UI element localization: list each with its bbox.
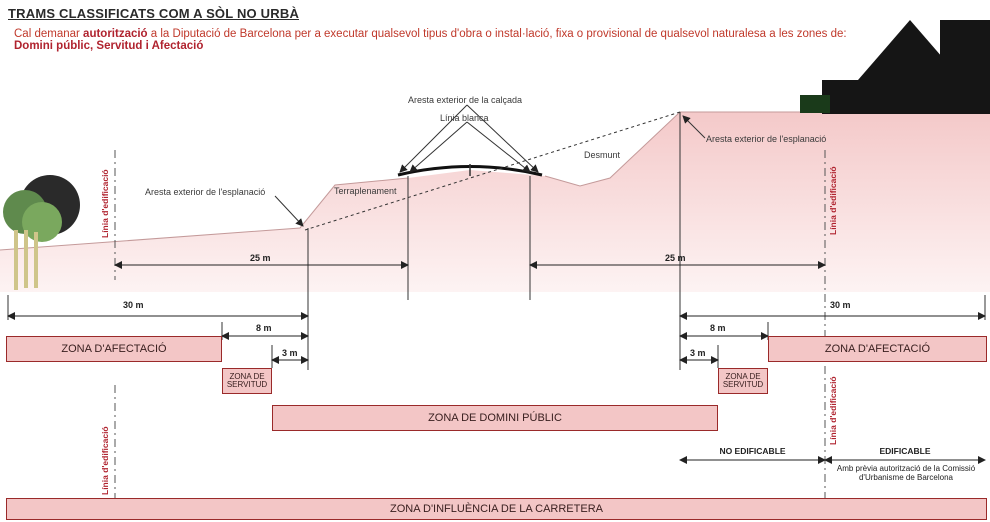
label-aresta-esplanacio-right: Aresta exterior de l'esplanació: [706, 134, 827, 144]
label-aresta-esplanacio-left: Aresta exterior de l'esplanació: [145, 187, 266, 197]
zone-afectacio-left: ZONA D'AFECTACIÓ: [6, 336, 222, 362]
page-title: TRAMS CLASSIFICATS COM A SÒL NO URBÀ: [8, 6, 300, 21]
label-desmunt: Desmunt: [584, 150, 621, 160]
dim-30m-left: 30 m: [123, 300, 144, 310]
dim-3m-left: 3 m: [282, 348, 298, 358]
intro-bold-zones: Domini públic, Servitud i Afectació: [14, 40, 204, 52]
label-linia-edificacio-top-left: Línia d'edificació: [100, 169, 110, 238]
dim-30m-right: 30 m: [830, 300, 851, 310]
note-no-edificable: NO EDIFICABLE: [719, 446, 786, 456]
intro-text-before: Cal demanar: [14, 28, 84, 40]
zone-servitud-left: ZONA DE SERVITUD: [222, 368, 272, 394]
dim-25m-right: 25 m: [665, 253, 686, 263]
label-linia-edificacio-top-right: Línia d'edificació: [828, 166, 838, 235]
dim-25m-left: 25 m: [250, 253, 271, 263]
zone-influencia-carretera: ZONA D'INFLUÈNCIA DE LA CARRETERA: [6, 498, 987, 520]
label-aresta-calcada: Aresta exterior de la calçada: [408, 95, 523, 105]
intro-bold-autoritzacio: autorització: [83, 28, 148, 40]
dim-8m-left: 8 m: [256, 323, 272, 333]
tree-icon: [3, 175, 80, 290]
zone-servitud-right: ZONA DE SERVITUD: [718, 368, 768, 394]
note-autoritzacio: Amb prèvia autorització de la Comissió d…: [836, 464, 976, 482]
intro-text-middle: a la Diputació de Barcelona per a execut…: [147, 28, 847, 40]
label-linia-edificacio-bottom-left: Línia d'edificació: [100, 426, 110, 495]
intro-text: Cal demanar autorització a la Diputació …: [14, 28, 854, 52]
dim-8m-right: 8 m: [710, 323, 726, 333]
label-linia-blanca: Línia blanca: [440, 113, 489, 123]
terrain-profile: [0, 112, 990, 292]
dim-3m-right: 3 m: [690, 348, 706, 358]
note-edificable: EDIFICABLE: [879, 446, 931, 456]
house-icon: [800, 20, 990, 114]
zone-afectacio-right: ZONA D'AFECTACIÓ: [768, 336, 987, 362]
zone-domini-public: ZONA DE DOMINI PÚBLIC: [272, 405, 718, 431]
label-terraplenament: Terraplenament: [334, 186, 397, 196]
label-linia-edificacio-bottom-right: Línia d'edificació: [828, 376, 838, 445]
